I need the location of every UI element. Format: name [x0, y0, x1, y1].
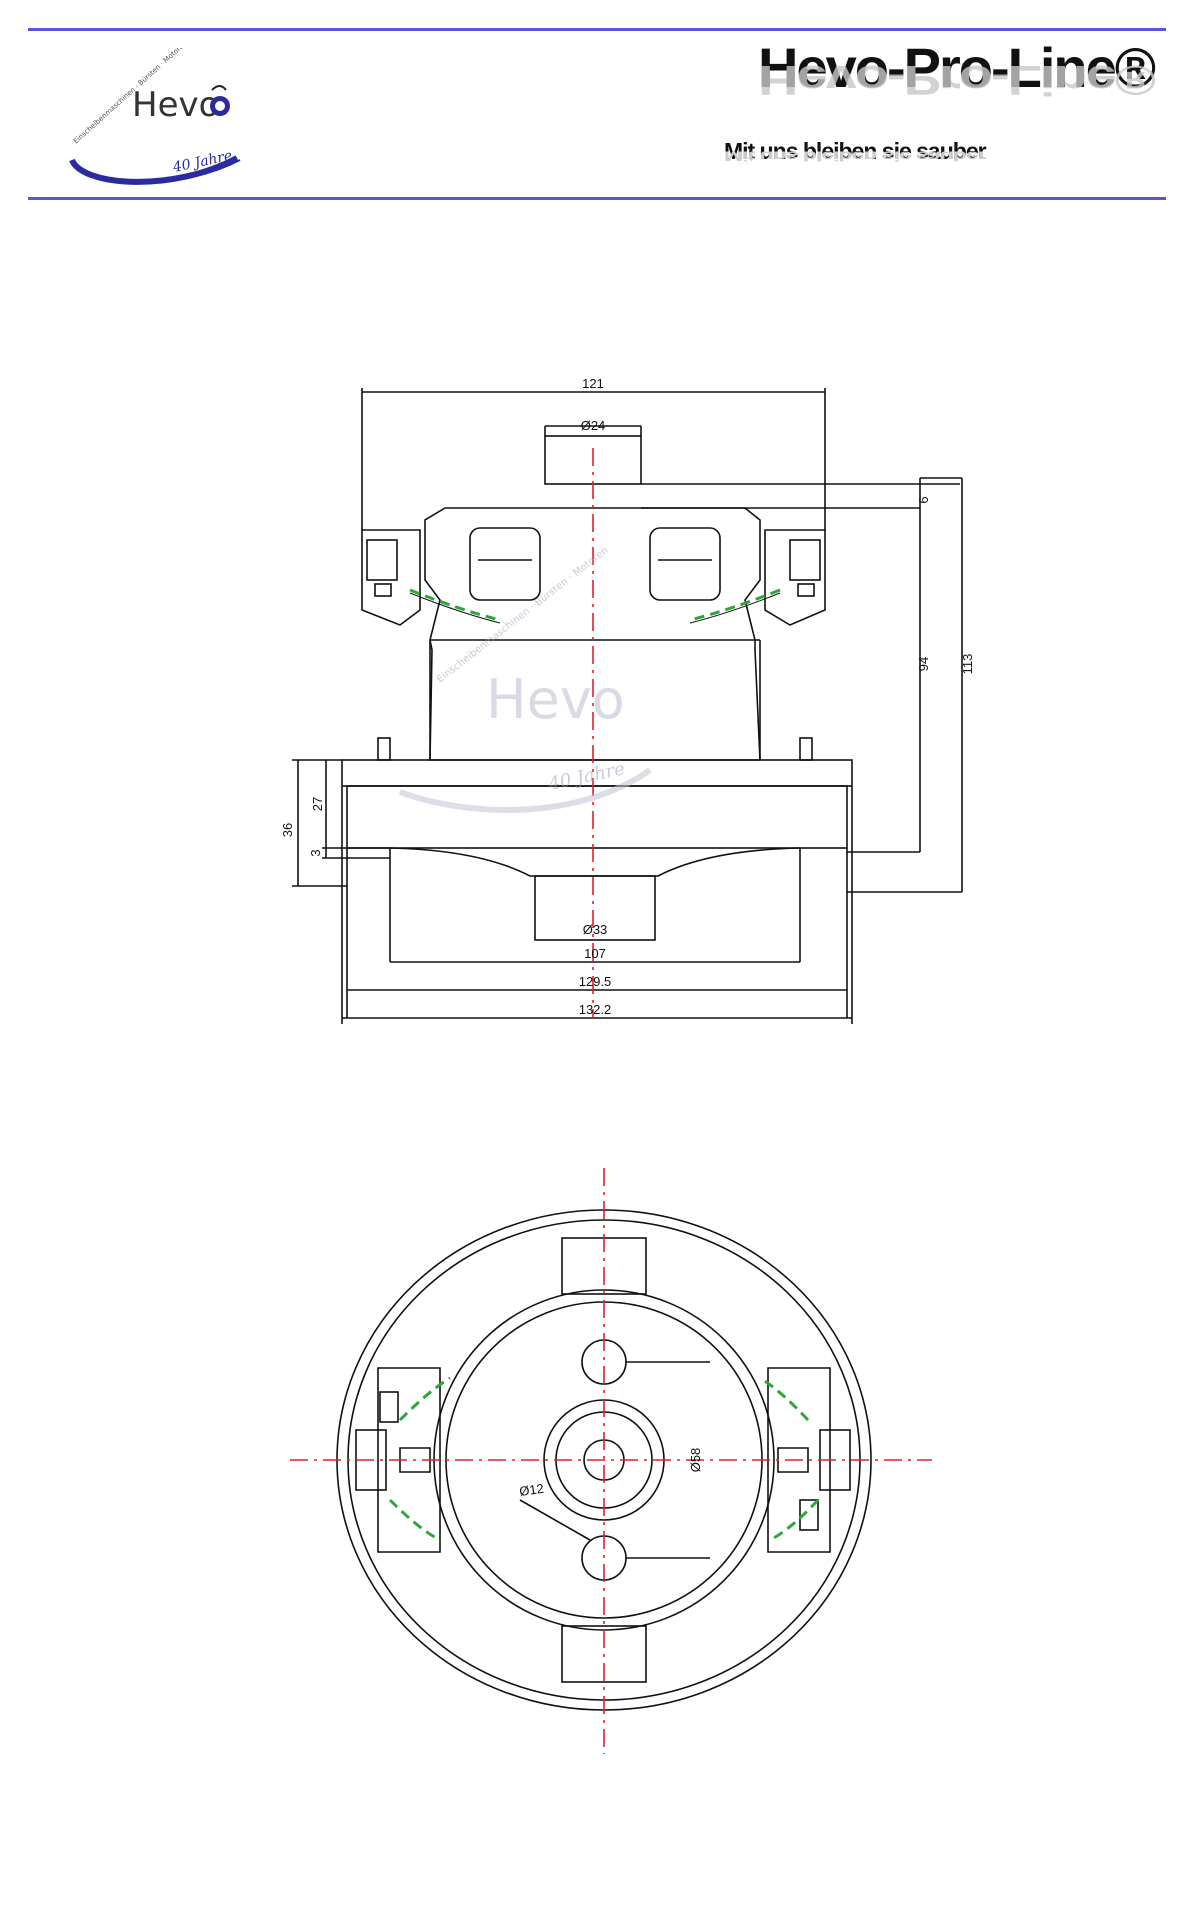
dim-lower-height: 36 — [280, 823, 295, 837]
side-view — [292, 388, 963, 1024]
dim-height-to-flange: 94 — [916, 657, 931, 671]
dim-shaft-height: 6 — [916, 496, 931, 503]
header-top-rule — [28, 28, 1166, 31]
dim-overall-top-width: 121 — [582, 376, 604, 391]
svg-text:Einscheibenmaschinen · Bürsten: Einscheibenmaschinen · Bürsten · Motoren — [435, 545, 610, 685]
dim-hole-diameter: Ø12 — [518, 1481, 544, 1499]
hevo-logo: Hevo Einscheibenmaschinen · Bürsten · Mo… — [62, 48, 262, 190]
brand-slogan: Mit uns bleiben sie sauber — [724, 138, 987, 164]
dim-shaft-diameter: Ø24 — [581, 418, 606, 433]
dim-small-gap: 3 — [308, 849, 323, 856]
brand-slogan-reflection: Mit uns bleiben sie sauber — [724, 148, 986, 164]
header-bottom-rule — [28, 197, 1166, 200]
dim-inlet-diameter: Ø33 — [583, 922, 608, 937]
logo-wordmark: Hevo — [132, 85, 219, 125]
dim-fan-width: 129.5 — [579, 974, 612, 989]
dim-outer-width: 132.2 — [579, 1002, 612, 1017]
brand-title: Hevo-Pro-Line® — [758, 36, 1156, 99]
bottom-view — [336, 1209, 872, 1711]
dim-inner-fan-width: 107 — [584, 946, 606, 961]
dim-fan-height: 27 — [310, 797, 325, 811]
dim-bearing-diameter: Ø58 — [688, 1448, 703, 1473]
drawing-watermark: Hevo Einscheibenmaschinen · Bürsten · Mo… — [398, 545, 652, 813]
svg-text:40 Jahre: 40 Jahre — [546, 758, 627, 795]
brand-block: Hevo-Pro-Line® Hevo-Pro-Line® Mit uns bl… — [684, 36, 1156, 165]
brand-title-reflection: Hevo-Pro-Line® — [758, 56, 1154, 104]
dim-total-height: 113 — [960, 654, 975, 675]
svg-text:Hevo: Hevo — [486, 668, 625, 731]
